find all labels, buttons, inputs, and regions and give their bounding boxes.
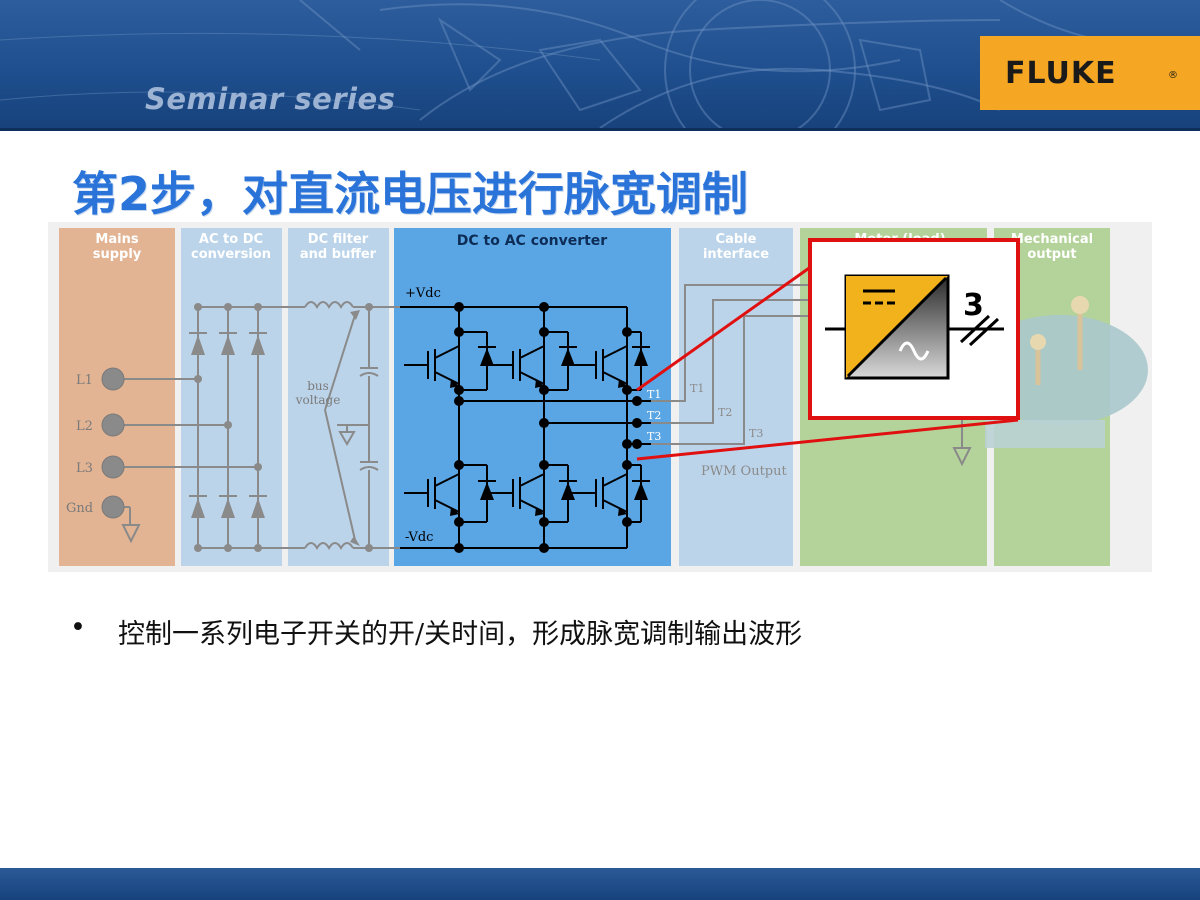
inverter-symbol: 3 xyxy=(825,274,1004,380)
bullet-marker: • xyxy=(70,612,86,643)
header-dcfilter-1: DC filter xyxy=(308,232,369,247)
header-acdc-2: conversion xyxy=(191,247,271,262)
header-artwork xyxy=(0,0,1200,128)
panel-dcac xyxy=(394,228,671,566)
output-label-t2: T2 xyxy=(647,409,661,422)
rectifier-diodes xyxy=(191,303,265,552)
header-cable-1: Cable xyxy=(716,232,757,247)
ground-symbol-mains xyxy=(121,524,141,544)
header-divider xyxy=(0,128,1200,131)
inverter-diode-bars xyxy=(478,346,650,482)
cable-label-t1: T1 xyxy=(690,382,704,395)
diode-bars xyxy=(189,332,267,497)
ground-symbol-filter xyxy=(338,431,356,446)
brand-name: FLUKE xyxy=(1005,56,1117,91)
input-label-l3: L3 xyxy=(76,461,93,476)
header-mech-1: Mechanical xyxy=(1011,232,1093,247)
output-label-t3: T3 xyxy=(647,430,661,443)
vplus-label: +Vdc xyxy=(405,286,441,301)
input-label-gnd: Gnd xyxy=(66,501,93,516)
fluke-logo: FLUKE ® xyxy=(980,36,1200,110)
bullet-text: 控制一系列电子开关的开/关时间，形成脉宽调制输出波形 xyxy=(118,619,803,650)
pwm-output-label: PWM Output xyxy=(701,464,788,479)
output-label-t1: T1 xyxy=(647,388,661,401)
footer-banner xyxy=(0,868,1200,900)
panel-cable xyxy=(679,228,793,566)
header-dcac: DC to AC converter xyxy=(457,233,608,249)
registered-mark: ® xyxy=(1168,70,1178,81)
seminar-series-label: Seminar series xyxy=(145,82,396,116)
header-dcfilter-2: and buffer xyxy=(300,247,377,262)
filter-nodes xyxy=(350,303,373,552)
callout-line-top xyxy=(636,264,813,392)
inverter-diodes xyxy=(450,302,648,553)
cable-label-t2: T2 xyxy=(718,406,732,419)
input-label-l1: L1 xyxy=(76,373,93,388)
header-cable-2: interface xyxy=(703,247,769,262)
header-mains-2: supply xyxy=(93,247,142,262)
dc-filter-circuit xyxy=(304,301,400,550)
vminus-label: -Vdc xyxy=(405,530,433,545)
input-terminals xyxy=(101,367,125,519)
callout-line-bottom xyxy=(636,418,1019,461)
phase-count: 3 xyxy=(963,288,984,323)
cable-label-t3: T3 xyxy=(749,427,763,440)
header-acdc-1: AC to DC xyxy=(199,232,263,247)
slide-title: 第2步，对直流电压进行脉宽调制 xyxy=(72,167,749,221)
inverter-circuit xyxy=(400,306,651,549)
header-mech-2: output xyxy=(1027,247,1076,262)
input-label-l2: L2 xyxy=(76,419,93,434)
bus-label-2: voltage xyxy=(295,393,341,407)
bus-label-1: bus xyxy=(307,379,329,393)
panel-dcfilter xyxy=(288,228,389,566)
header-banner: Seminar series FLUKE ® xyxy=(0,0,1200,128)
header-mains-1: Mains xyxy=(95,232,138,247)
